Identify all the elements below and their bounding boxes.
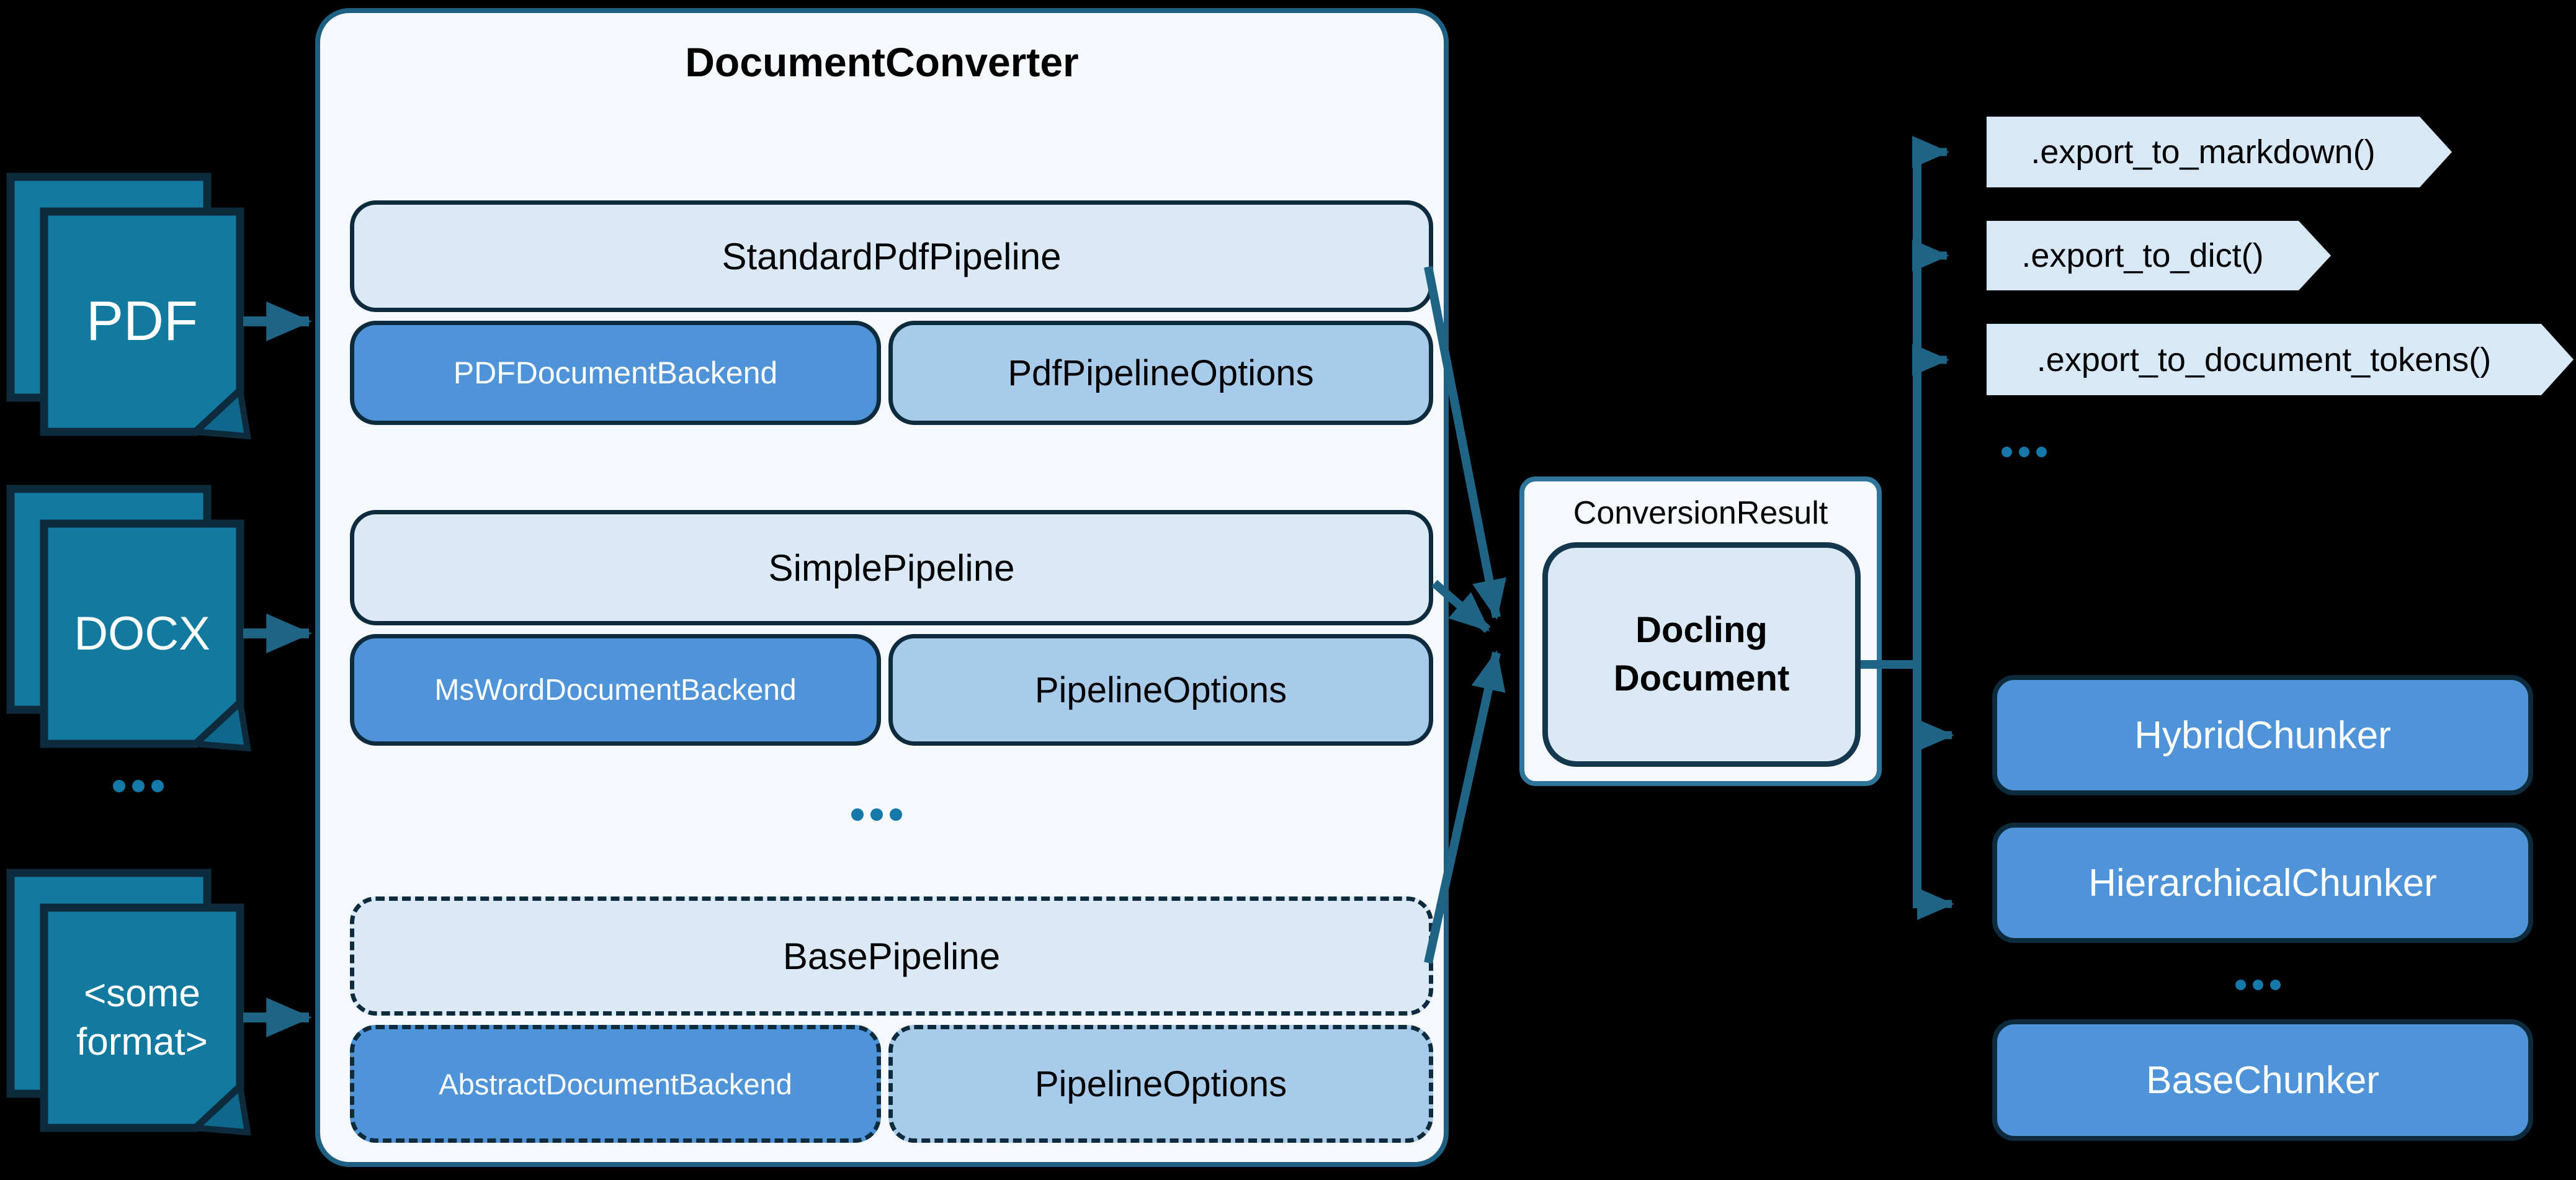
document-stack-icon bbox=[6, 172, 251, 440]
dot bbox=[151, 780, 164, 792]
conversion-result-label: ConversionResult bbox=[1573, 495, 1828, 531]
dot bbox=[2019, 447, 2029, 457]
exports-ellipsis bbox=[2001, 447, 2047, 457]
options-pdf-pipeline: PdfPipelineOptions bbox=[888, 321, 1433, 425]
backend-msword-document: MsWordDocumentBackend bbox=[350, 634, 881, 746]
options-base-pipeline: PipelineOptions bbox=[888, 1025, 1433, 1143]
export-to-markdown-shape: .export_to_markdown() bbox=[1987, 117, 2452, 187]
document-stack-icon bbox=[6, 869, 251, 1136]
dot bbox=[870, 808, 883, 821]
dot bbox=[2235, 980, 2246, 990]
input-label: PDF bbox=[86, 290, 198, 353]
dot bbox=[113, 780, 125, 792]
input-label: <some format> bbox=[76, 972, 208, 1063]
converter-ellipsis bbox=[851, 808, 902, 821]
backend-pdf-document: PDFDocumentBackend bbox=[350, 321, 881, 425]
pipeline-simple: SimplePipeline bbox=[350, 510, 1433, 625]
chunkers-ellipsis bbox=[2235, 980, 2281, 990]
options-pipeline: PipelineOptions bbox=[888, 634, 1433, 746]
dot bbox=[2036, 447, 2047, 457]
document-converter-title: DocumentConverter bbox=[685, 39, 1079, 85]
docling-document-box: Docling Document bbox=[1542, 542, 1861, 767]
input-pdf-icon: PDF bbox=[6, 172, 251, 440]
input-some-format-icon: <some format> bbox=[6, 869, 251, 1136]
backend-abstract-document: AbstractDocumentBackend bbox=[350, 1025, 881, 1143]
export-to-document-tokens-shape: .export_to_document_tokens() bbox=[1987, 324, 2574, 395]
dot bbox=[2270, 980, 2281, 990]
dot bbox=[890, 808, 902, 821]
document-stack-icon bbox=[6, 485, 251, 752]
dot bbox=[2253, 980, 2263, 990]
inputs-ellipsis bbox=[113, 780, 164, 792]
export-to-dict-shape: .export_to_dict() bbox=[1987, 221, 2331, 290]
hierarchical-chunker-box: HierarchicalChunker bbox=[1992, 823, 2533, 943]
dot bbox=[132, 780, 145, 792]
dot bbox=[2001, 447, 2012, 457]
input-label: DOCX bbox=[74, 607, 210, 660]
pipeline-standard-pdf: StandardPdfPipeline bbox=[350, 200, 1433, 312]
hybrid-chunker-box: HybridChunker bbox=[1992, 675, 2533, 795]
dot bbox=[851, 808, 864, 821]
input-docx-icon: DOCX bbox=[6, 485, 251, 752]
base-chunker-box: BaseChunker bbox=[1992, 1019, 2533, 1141]
pipeline-base: BasePipeline bbox=[350, 896, 1433, 1016]
